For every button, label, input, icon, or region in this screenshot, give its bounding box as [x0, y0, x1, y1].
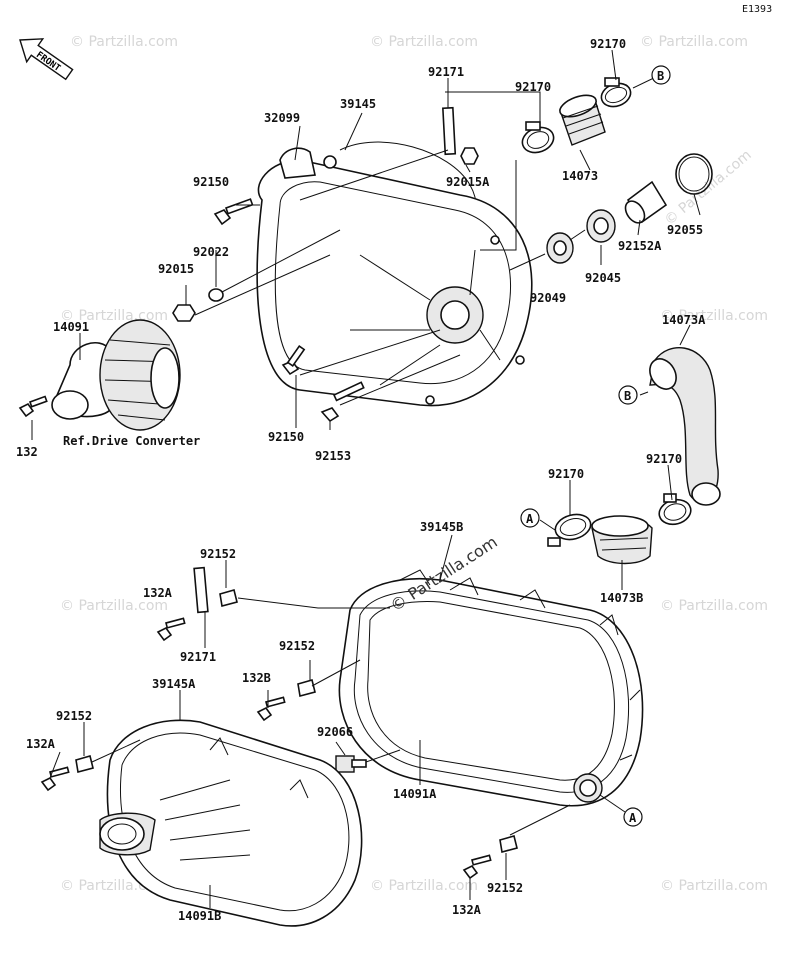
watermark: © Partzilla.com	[640, 34, 748, 50]
collar-92152-a	[219, 589, 238, 607]
watermark: © Partzilla.com	[660, 308, 768, 324]
label-132: 132	[16, 445, 38, 459]
clamp-92170-second	[521, 121, 555, 154]
clamp-92170-left	[547, 513, 592, 547]
label-92171: 92171	[180, 650, 216, 664]
clamp-92170-right	[658, 493, 692, 526]
collar-92152-b	[297, 679, 316, 697]
label-14073A: 14073A	[662, 313, 706, 327]
watermark: © Partzilla.com	[660, 598, 768, 614]
callout-A-right: A	[623, 807, 643, 827]
fitting-92066	[335, 755, 367, 773]
label-92153: 92153	[315, 449, 351, 463]
callout-label: A	[526, 512, 534, 526]
callout-label: B	[657, 69, 664, 83]
label-14091: 14091	[53, 320, 89, 334]
label-92170: 92170	[590, 37, 626, 51]
watermark: © Partzilla.com	[60, 598, 168, 614]
bolt-92153	[320, 381, 365, 423]
outer-cover-39145B	[338, 569, 644, 807]
clamp-92170-top	[600, 77, 632, 108]
label-14073B: 14073B	[600, 591, 643, 605]
label-92022: 92022	[193, 245, 229, 259]
callout-label: B	[624, 389, 631, 403]
callout-label: A	[629, 811, 637, 825]
label-92171: 92171	[428, 65, 464, 79]
callout-B-top: B	[651, 65, 671, 85]
washer-92022	[208, 288, 224, 302]
label-14091A: 14091A	[393, 787, 437, 801]
watermark: © Partzilla.com	[370, 34, 478, 50]
watermark: © Partzilla.com	[70, 34, 178, 50]
bearing-92045	[586, 209, 616, 243]
label-39145A: 39145A	[152, 677, 196, 691]
bracket-92171-lower	[193, 566, 209, 614]
nut-92015	[172, 304, 196, 322]
leader-lines	[31, 49, 701, 908]
duct-14073A	[649, 346, 721, 506]
bolt-132A-top	[156, 617, 186, 642]
label-92152: 92152	[279, 639, 315, 653]
label-39145: 39145	[340, 97, 376, 111]
label-132A: 132A	[452, 903, 482, 917]
watermark: © Partzilla.com	[660, 878, 768, 894]
label-14073: 14073	[562, 169, 598, 183]
label-132A: 132A	[143, 586, 173, 600]
label-92066: 92066	[317, 725, 353, 739]
label-92170: 92170	[548, 467, 584, 481]
front-arrow-icon: FRONT	[19, 38, 74, 81]
label-92055: 92055	[667, 223, 703, 237]
bracket-92171	[442, 106, 457, 156]
label-92152: 92152	[56, 709, 92, 723]
oring-92055	[675, 153, 713, 195]
label-132A: 132A	[26, 737, 56, 751]
diagram-code: E1393	[742, 4, 772, 15]
label-39145B: 39145B	[420, 520, 463, 534]
collar-92152-d	[499, 835, 518, 853]
label-32099: 32099	[264, 111, 300, 125]
outer-cover-39145A	[99, 719, 363, 927]
nut-92015A	[460, 147, 479, 165]
part-labels: 92171 92170 92170 32099 39145 92150 9201…	[16, 37, 706, 923]
label-92045: 92045	[585, 271, 621, 285]
label-92152: 92152	[200, 547, 236, 561]
inner-cover-32099	[256, 147, 533, 407]
drive-converter	[99, 319, 181, 431]
label-132B: 132B	[242, 671, 271, 685]
callout-B-mid: B	[618, 385, 638, 405]
label-92150: 92150	[268, 430, 304, 444]
label-92015: 92015	[158, 262, 194, 276]
label-92015A: 92015A	[446, 175, 490, 189]
bolt-132A-bottom	[462, 854, 492, 880]
collar-92152A	[624, 180, 668, 224]
callout-A-left: A	[520, 508, 540, 528]
label-92049: 92049	[530, 291, 566, 305]
bolt-132A-left	[40, 766, 70, 792]
collar-92152-c	[75, 755, 94, 773]
oring-92055-inner	[678, 156, 710, 192]
bolt-132B	[256, 696, 286, 722]
label-92170: 92170	[515, 80, 551, 94]
duct-14073	[559, 94, 606, 146]
seal-92049	[546, 232, 574, 264]
bolt-132	[18, 395, 48, 418]
ref-note: Ref.Drive Converter	[63, 434, 200, 448]
label-92152: 92152	[487, 881, 523, 895]
bolt-92150-top	[213, 198, 254, 226]
label-14091B: 14091B	[178, 909, 221, 923]
watermark: © Partzilla.com	[662, 147, 755, 229]
watermark: © Partzilla.com	[370, 878, 478, 894]
label-92152A: 92152A	[618, 239, 662, 253]
duct-14073B	[591, 515, 653, 565]
label-92150: 92150	[193, 175, 229, 189]
bolt-92150-lower	[281, 344, 306, 376]
label-92170: 92170	[646, 452, 682, 466]
